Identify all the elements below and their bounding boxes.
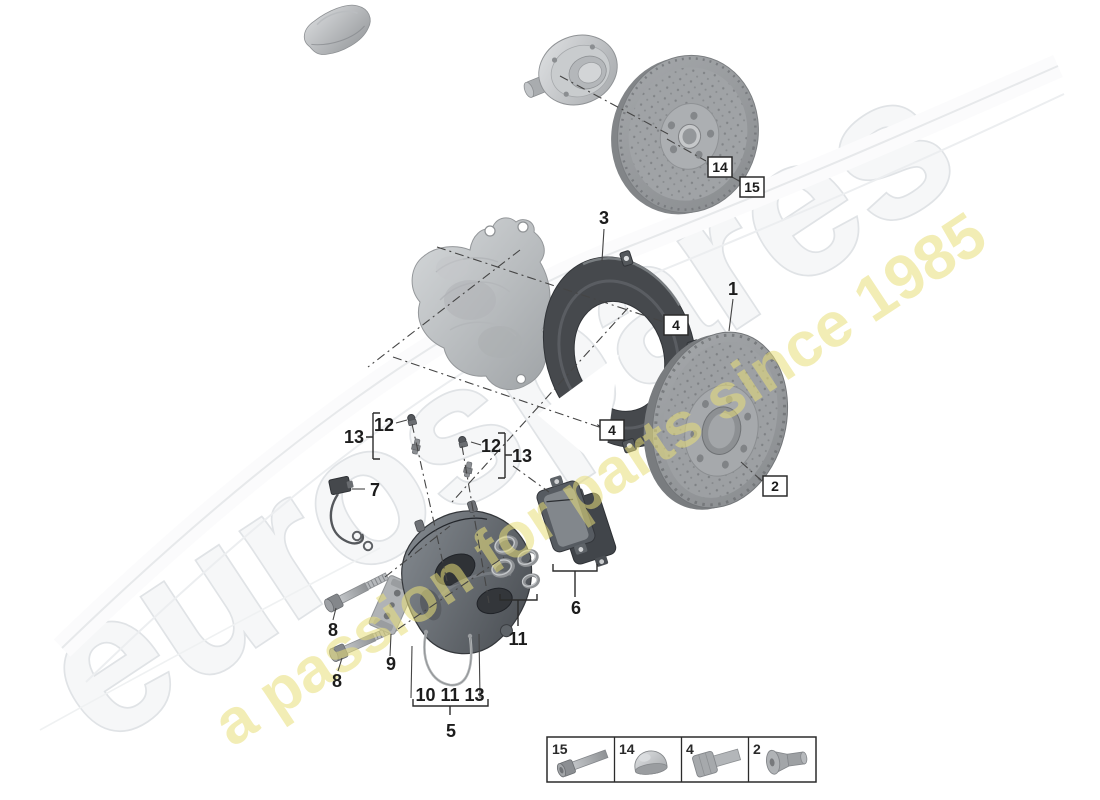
bleeder-cap-left: [407, 413, 417, 426]
legend-cell-15: 15: [552, 741, 609, 778]
watermark-underlayer: eurospares: [0, 25, 1065, 787]
legend-cell-14: 14: [619, 741, 668, 775]
callout-4-upper: 4: [672, 317, 680, 333]
callout-13-left: 13: [344, 427, 364, 447]
callout-4-lower: 4: [608, 422, 616, 438]
watermark-brand-text: eurospares: [1, 27, 990, 785]
wheel-hub: [523, 34, 618, 106]
callout-2: 2: [771, 478, 779, 494]
boxed-callouts: 14 15 4 4 2: [599, 156, 788, 497]
legend-num-2: 2: [753, 741, 761, 757]
callout-11: 11: [508, 629, 527, 649]
callout-9: 9: [386, 654, 396, 674]
legend-num-4: 4: [686, 741, 694, 757]
legend-num-14: 14: [619, 741, 635, 757]
caliper-guide-bolt-top: [324, 572, 390, 613]
legend-num-15: 15: [552, 741, 568, 757]
callout-8-top: 8: [328, 620, 338, 640]
callout-box-14: [707, 156, 733, 178]
countersunk-screw-icon: [765, 749, 808, 775]
callout-3: 3: [599, 208, 609, 228]
callout-7: 7: [370, 480, 380, 500]
wheel-carrier: [411, 217, 551, 391]
callout-box-15: [739, 176, 765, 198]
legend-cell-4: 4: [686, 741, 742, 778]
assembly-axis-lines: [367, 75, 764, 630]
callout-15: 15: [744, 179, 760, 195]
callout-12-left: 12: [374, 415, 394, 435]
callout-10-11-13: 10 11 13: [415, 685, 484, 705]
legend-cell-2: 2: [753, 741, 808, 775]
car-silhouette: [303, 4, 371, 55]
callout-1: 1: [728, 279, 738, 299]
leader-lines: [332, 176, 742, 699]
callout-8-bottom: 8: [332, 671, 342, 691]
bleeder-cap-right: [458, 435, 468, 448]
cap-nut-icon: [634, 750, 668, 775]
callout-12-right: 12: [481, 436, 501, 456]
pad-wear-sensor: [328, 475, 374, 552]
legend-table: 15 14 4 2: [546, 736, 817, 783]
callout-brackets: [366, 412, 598, 715]
callout-box-4-upper: [663, 314, 689, 336]
callout-14: 14: [712, 159, 728, 175]
callout-13-right: 13: [512, 446, 532, 466]
brake-pads: [536, 475, 617, 567]
hex-bolt-icon: [692, 748, 742, 778]
callout-box-2: [762, 475, 788, 497]
socket-head-bolt-icon: [556, 749, 609, 778]
callout-5: 5: [446, 721, 456, 741]
callout-box-4-lower: [599, 419, 625, 441]
callout-6: 6: [571, 598, 581, 618]
pad-retaining-wire: [423, 629, 473, 687]
